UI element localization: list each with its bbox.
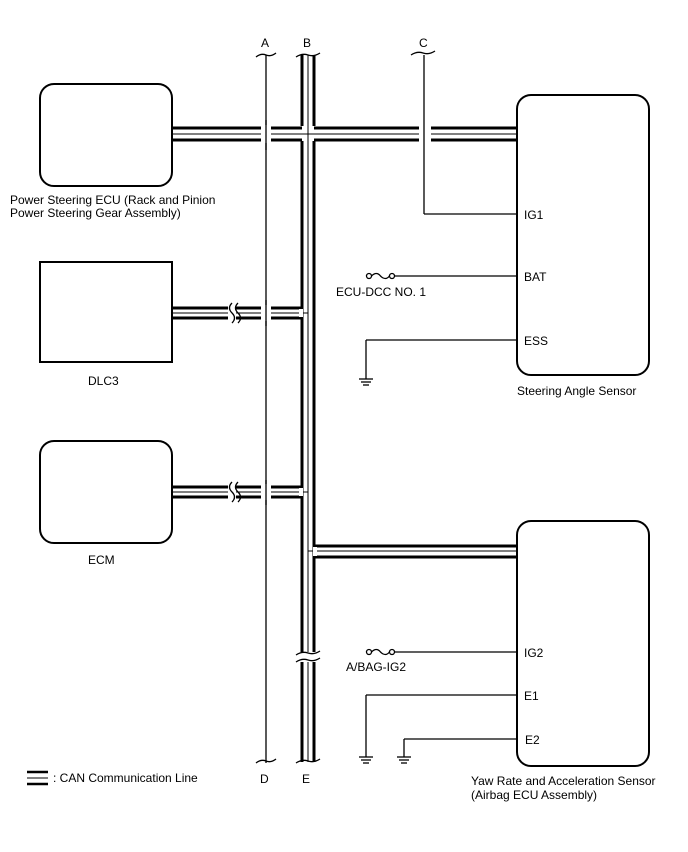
steering-angle-sensor-box (516, 94, 650, 376)
yaw-rate-sensor-label-1: Yaw Rate and Acceleration Sensor (471, 774, 656, 788)
fuse-icon (365, 272, 517, 280)
dlc3-box (39, 261, 173, 363)
dlc3-label: DLC3 (88, 374, 119, 388)
steering-angle-sensor-label: Steering Angle Sensor (517, 384, 636, 398)
pin-ig1-label: IG1 (524, 208, 544, 222)
pin-e2-label: E2 (525, 733, 540, 747)
bus-label-e: E (302, 772, 310, 786)
ground-icon (397, 738, 517, 764)
can-branch-dlc3 (172, 300, 308, 326)
wire-c (410, 50, 517, 215)
ground-icon (359, 339, 517, 386)
wire-a (255, 52, 277, 764)
power-steering-ecu-box (39, 83, 173, 187)
can-branch-power-steering (172, 120, 518, 150)
legend-label: : CAN Communication Line (53, 771, 198, 785)
can-line-legend-icon (27, 770, 48, 786)
pin-e1-label: E1 (524, 689, 539, 703)
fuse-icon (365, 648, 517, 656)
bus-label-d: D (260, 772, 269, 786)
ecm-box (39, 440, 173, 544)
bus-label-a: A (261, 36, 269, 50)
pin-bat-label: BAT (524, 270, 547, 284)
yaw-rate-sensor-box (516, 520, 650, 767)
can-trunk-b-e (295, 52, 321, 764)
pin-ess-label: ESS (524, 334, 548, 348)
bus-label-b: B (303, 36, 311, 50)
bus-label-c: C (419, 36, 428, 50)
fuse-abag-ig2-label: A/BAG-IG2 (346, 660, 406, 674)
ecm-label: ECM (88, 553, 115, 567)
ground-icon (359, 694, 517, 764)
power-steering-ecu-label-1: Power Steering ECU (Rack and Pinion (10, 193, 215, 207)
fuse-ecu-dcc-label: ECU-DCC NO. 1 (336, 285, 426, 299)
power-steering-ecu-label-2: Power Steering Gear Assembly) (10, 206, 181, 220)
can-branch-ecm (172, 480, 308, 505)
can-branch-yaw-sensor (308, 544, 517, 559)
pin-ig2-label: IG2 (524, 646, 544, 660)
yaw-rate-sensor-label-2: (Airbag ECU Assembly) (471, 788, 597, 802)
